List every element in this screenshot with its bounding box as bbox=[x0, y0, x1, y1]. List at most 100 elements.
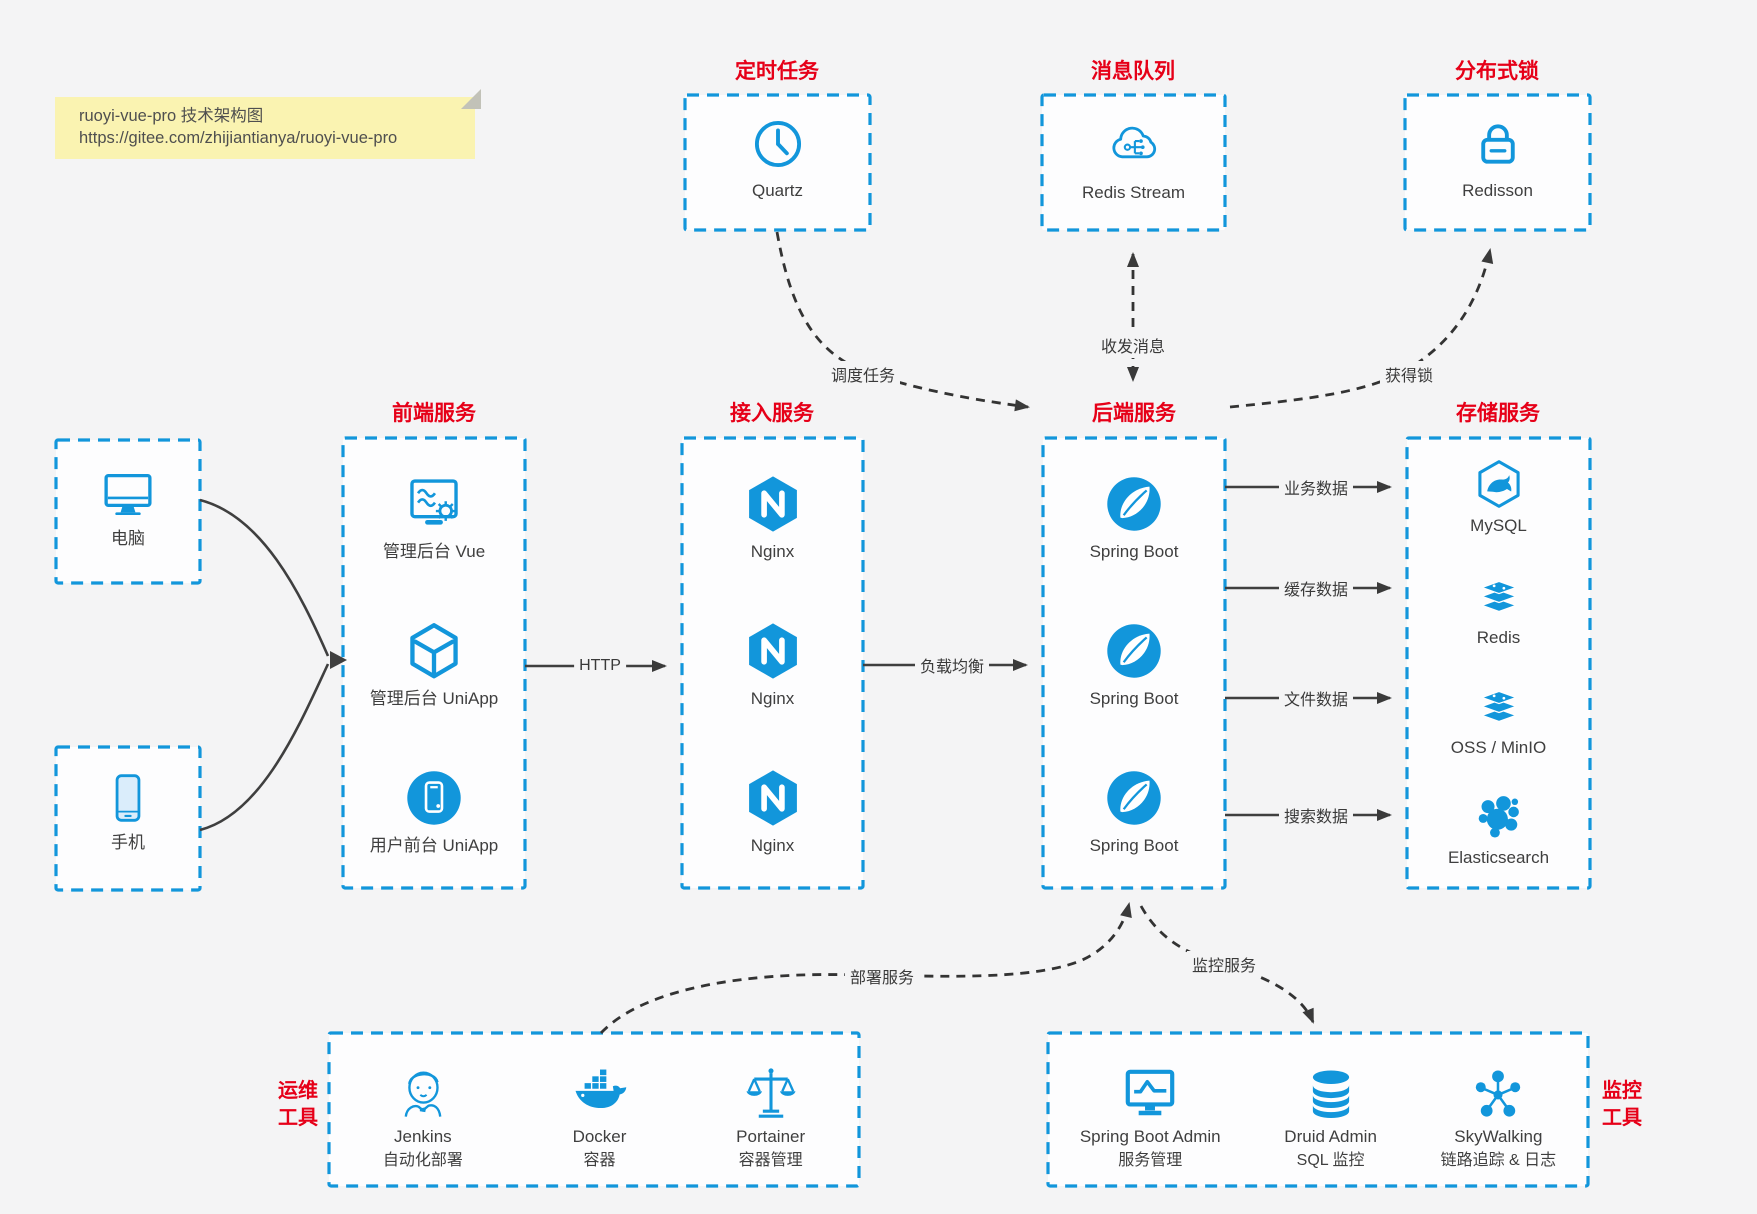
item-label: Redis bbox=[1476, 628, 1521, 647]
item-quartz: Quartz bbox=[685, 117, 870, 201]
item-portainer: Portainer 容器管理 bbox=[736, 1033, 805, 1171]
note-url: https://gitee.com/zhijiantianya/ruoyi-vu… bbox=[79, 129, 398, 147]
item-label: Spring Boot bbox=[1089, 542, 1179, 561]
ops-tools-row: Jenkins 自动化部署 Docker 容器 Portainer 容器管理 bbox=[329, 1033, 859, 1186]
item-label: Portainer bbox=[736, 1127, 806, 1146]
title-gateway-service: 接入服务 bbox=[730, 402, 814, 425]
edge-label-http: HTTP bbox=[574, 656, 626, 676]
item-pc-client: 电脑 bbox=[56, 466, 200, 549]
item-nginx-2: Nginx bbox=[682, 621, 863, 709]
item-desc: 容器管理 bbox=[738, 1152, 803, 1169]
monitor-tools-row: Spring Boot Admin 服务管理 Druid Admin SQL 监… bbox=[1048, 1033, 1588, 1186]
item-label: 手机 bbox=[111, 833, 145, 852]
item-spring-boot-2: Spring Boot bbox=[1043, 621, 1225, 709]
item-label: 管理后台 UniApp bbox=[369, 689, 499, 708]
item-desc: 服务管理 bbox=[1118, 1152, 1183, 1169]
mobile-icon bbox=[100, 770, 156, 826]
clock-icon bbox=[751, 117, 805, 171]
item-phone-client: 手机 bbox=[56, 770, 200, 853]
item-desc: 链路追踪 & 日志 bbox=[1440, 1152, 1557, 1169]
jenkins-icon bbox=[394, 1065, 452, 1123]
item-elasticsearch: Elasticsearch bbox=[1407, 790, 1590, 868]
edge-phone-to-frontend bbox=[199, 663, 330, 832]
edge-label-monitor-service: 监控服务 bbox=[1186, 951, 1262, 977]
ops-tools-box bbox=[327, 1031, 861, 1188]
edge-label-cache-data: 缓存数据 bbox=[1278, 575, 1354, 601]
item-redisson: Redisson bbox=[1405, 117, 1590, 201]
title-distributed-lock: 分布式锁 bbox=[1455, 60, 1539, 83]
edge-deploy-service bbox=[599, 902, 1132, 1034]
ops-tools-side-title: 运维 工具 bbox=[246, 1078, 318, 1132]
item-label: 用户前台 UniApp bbox=[369, 836, 499, 855]
admin-vue-icon bbox=[404, 474, 464, 534]
spring-boot-icon bbox=[1104, 768, 1164, 828]
clients-merge-arrowhead bbox=[330, 651, 347, 669]
edge-label-deploy-service: 部署服务 bbox=[844, 963, 920, 989]
item-label: SkyWalking bbox=[1454, 1127, 1543, 1146]
item-skywalking: SkyWalking 链路追踪 & 日志 bbox=[1440, 1033, 1557, 1171]
nginx-icon bbox=[743, 768, 803, 828]
edge-pc-to-frontend bbox=[199, 498, 330, 657]
edge-label-business-data: 业务数据 bbox=[1278, 474, 1354, 500]
message-queue-box bbox=[1040, 93, 1227, 232]
edge-acquire-lock bbox=[1229, 248, 1494, 409]
item-label: Nginx bbox=[750, 689, 795, 708]
spring-boot-icon bbox=[1104, 474, 1164, 534]
item-user-uniapp: 用户前台 UniApp bbox=[343, 768, 525, 856]
side-title-line: 工具 bbox=[1602, 1107, 1642, 1129]
item-label: MySQL bbox=[1470, 516, 1527, 535]
storage-column: MySQL Redis OSS / MinIO Elasticsearch bbox=[1407, 438, 1590, 888]
docker-icon bbox=[571, 1065, 629, 1123]
oss-icon bbox=[1473, 680, 1525, 732]
note-fold-corner bbox=[461, 89, 481, 109]
desktop-icon bbox=[100, 466, 156, 522]
title-storage-service: 存储服务 bbox=[1456, 402, 1540, 425]
druid-icon bbox=[1302, 1065, 1360, 1123]
item-label: Nginx bbox=[750, 836, 795, 855]
uniapp-cube-icon bbox=[404, 621, 464, 681]
frontend-column: 管理后台 Vue 管理后台 UniApp 用户前台 UniApp bbox=[343, 438, 525, 888]
item-label: Spring Boot bbox=[1089, 689, 1179, 708]
side-title-line: 运维 bbox=[278, 1080, 318, 1102]
item-mysql: MySQL bbox=[1407, 458, 1590, 536]
item-label: Jenkins bbox=[394, 1127, 452, 1146]
item-desc: 容器 bbox=[583, 1152, 616, 1169]
monitor-tools-side-title: 监控 工具 bbox=[1602, 1078, 1674, 1132]
item-label: Druid Admin bbox=[1284, 1127, 1377, 1146]
monitor-tools-box bbox=[1046, 1031, 1590, 1188]
spring-boot-admin-icon bbox=[1121, 1065, 1179, 1123]
item-jenkins: Jenkins 自动化部署 bbox=[383, 1033, 463, 1171]
item-label: Docker bbox=[572, 1127, 627, 1146]
portainer-icon bbox=[742, 1065, 800, 1123]
edge-monitor-service bbox=[1139, 905, 1315, 1024]
cloud-stream-icon bbox=[1106, 117, 1162, 173]
item-spring-boot-admin: Spring Boot Admin 服务管理 bbox=[1080, 1033, 1221, 1171]
item-label: Spring Boot Admin bbox=[1079, 1127, 1221, 1146]
item-label: 电脑 bbox=[111, 529, 145, 548]
note-title: ruoyi-vue-pro 技术架构图 bbox=[79, 107, 264, 125]
item-label: Spring Boot bbox=[1089, 836, 1179, 855]
item-label: Quartz bbox=[751, 181, 804, 200]
item-nginx-3: Nginx bbox=[682, 768, 863, 856]
lock-icon bbox=[1471, 117, 1525, 171]
redis-icon bbox=[1473, 570, 1525, 622]
item-oss-minio: OSS / MinIO bbox=[1407, 680, 1590, 758]
item-label: Nginx bbox=[750, 542, 795, 561]
item-label: OSS / MinIO bbox=[1450, 738, 1547, 757]
item-spring-boot-1: Spring Boot bbox=[1043, 474, 1225, 562]
edge-label-file-data: 文件数据 bbox=[1278, 685, 1354, 711]
item-label: 管理后台 Vue bbox=[382, 542, 486, 561]
scheduled-task-box bbox=[683, 93, 872, 232]
backend-column: Spring Boot Spring Boot Spring Boot bbox=[1043, 438, 1225, 888]
item-docker: Docker 容器 bbox=[571, 1033, 629, 1171]
item-label: Elasticsearch bbox=[1447, 848, 1550, 867]
item-spring-boot-3: Spring Boot bbox=[1043, 768, 1225, 856]
item-druid-admin: Druid Admin SQL 监控 bbox=[1284, 1033, 1377, 1171]
item-admin-vue: 管理后台 Vue bbox=[343, 474, 525, 562]
edge-label-schedule-task: 调度任务 bbox=[825, 361, 901, 387]
item-label: Redis Stream bbox=[1082, 183, 1185, 202]
skywalking-icon bbox=[1469, 1065, 1527, 1123]
sticky-note: ruoyi-vue-pro 技术架构图 https://gitee.com/zh… bbox=[55, 89, 481, 159]
item-redis-stream: Redis Stream bbox=[1042, 117, 1225, 203]
